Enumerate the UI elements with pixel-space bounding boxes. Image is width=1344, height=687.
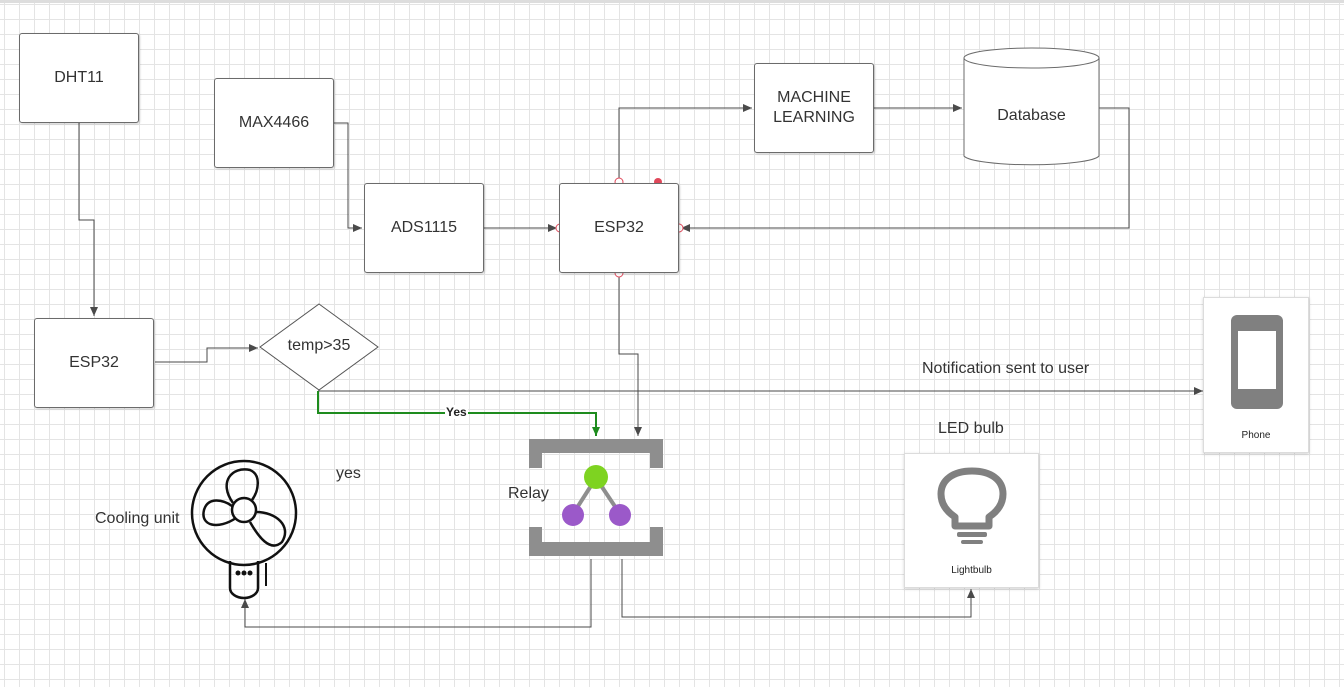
cooling-unit-label: Cooling unit xyxy=(95,510,180,527)
esp32-bottom-label: ESP32 xyxy=(69,354,119,371)
database-label: Database xyxy=(997,107,1066,124)
machine-learning-node[interactable]: MACHINE LEARNING xyxy=(754,63,874,153)
yes-edge-label: Yes xyxy=(445,405,468,419)
edge-esp32-to-decision xyxy=(155,344,258,363)
decision-label: temp>35 xyxy=(287,337,351,354)
relay-label: Relay xyxy=(508,485,549,502)
lightbulb-card[interactable]: Lightbulb xyxy=(904,453,1039,588)
esp32-top-label: ESP32 xyxy=(594,219,644,236)
led-bulb-label: LED bulb xyxy=(938,420,1004,437)
edge-esp32-to-relay xyxy=(618,273,642,436)
decision-diamond[interactable] xyxy=(259,303,379,391)
max4466-label: MAX4466 xyxy=(238,114,310,131)
yes-text: yes xyxy=(336,465,361,482)
phone-card[interactable]: Phone xyxy=(1203,297,1309,453)
phone-caption: Phone xyxy=(1241,430,1271,441)
lightbulb-caption: Lightbulb xyxy=(951,565,992,576)
relay-icon[interactable] xyxy=(529,439,663,556)
phone-icon xyxy=(1231,315,1283,409)
edge-max4466-to-ads1115 xyxy=(334,122,362,232)
edge-relay-to-bulb xyxy=(621,559,975,618)
database-node[interactable] xyxy=(963,47,1100,166)
notification-label: Notification sent to user xyxy=(922,360,1090,377)
edge-esp32-to-ml xyxy=(618,104,752,182)
edge-relay-to-fan xyxy=(241,559,592,628)
max4466-node[interactable]: MAX4466 xyxy=(214,78,334,168)
dht11-node[interactable]: DHT11 xyxy=(19,33,139,123)
ads1115-label: ADS1115 xyxy=(390,219,458,236)
ads1115-node[interactable]: ADS1115 xyxy=(364,183,484,273)
esp32-top-node[interactable]: ESP32 xyxy=(559,183,679,273)
edge-dht11-to-esp32 xyxy=(78,123,98,316)
edge-database-to-esp32 xyxy=(681,107,1130,232)
lightbulb-icon xyxy=(937,467,1007,544)
machine-learning-label: MACHINE LEARNING xyxy=(773,89,855,126)
esp32-bottom-node[interactable]: ESP32 xyxy=(34,318,154,408)
fan-icon[interactable] xyxy=(190,459,298,600)
canvas-top-edge xyxy=(0,0,1344,3)
dht11-label: DHT11 xyxy=(54,69,104,86)
